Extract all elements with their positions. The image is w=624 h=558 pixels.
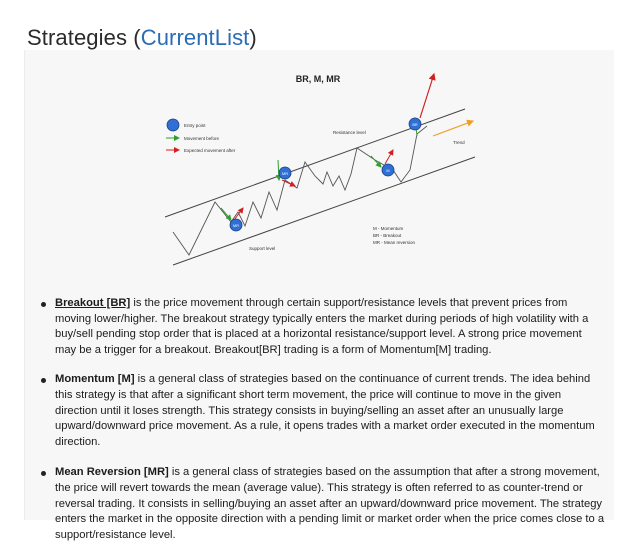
- resistance-label: Resistance level: [333, 130, 366, 135]
- page-title-prefix: Strategies (: [27, 24, 141, 50]
- entry-point-marker: MR: [278, 166, 292, 180]
- diagram-title: BR, M, MR: [296, 74, 341, 84]
- trend-arrow: [432, 119, 475, 137]
- legend-label: Movement before: [184, 136, 220, 141]
- movement-after-arrow: [233, 207, 244, 221]
- marker-label: BR: [412, 123, 418, 127]
- legend-label: Entry point: [184, 123, 206, 128]
- support-line: [172, 156, 476, 266]
- movement-before-arrow: [275, 159, 282, 181]
- content-panel: [24, 50, 614, 520]
- list-item: Breakout [BR] is the price movement thro…: [30, 296, 605, 358]
- movement-after-arrow: [281, 179, 296, 187]
- strategy-term: Mean Reversion [MR]: [55, 466, 169, 479]
- abbreviation-label: M - Momentum: [373, 226, 404, 231]
- strategy-description: is a general class of strategies based o…: [55, 373, 595, 448]
- diagram-legend: Entry point Movement before Expected mov…: [166, 118, 236, 153]
- abbreviation-label: MR - Mean reversion: [373, 240, 416, 245]
- entry-point-marker: BR: [408, 117, 422, 131]
- entry-point-marker: M: [381, 163, 395, 177]
- legend-label: Expected movement after: [184, 148, 236, 153]
- movement-after-arrow: [384, 149, 394, 165]
- list-item: Momentum [M] is a general class of strat…: [30, 372, 605, 450]
- current-list-link[interactable]: CurrentList: [140, 24, 250, 50]
- entry-point-marker: MR: [229, 218, 243, 232]
- marker-label: MR: [233, 224, 239, 228]
- movement-before-arrow: [370, 155, 382, 168]
- strategy-term: Momentum [M]: [55, 373, 135, 386]
- strategy-diagram: BR, M, MR Entry point Movement before Ex…: [164, 72, 476, 266]
- abbreviation-label: BR - Breakout: [373, 233, 402, 238]
- movement-before-arrow: [220, 207, 232, 221]
- trend-label: Trend: [453, 140, 465, 145]
- strategy-list: Breakout [BR] is the price movement thro…: [30, 296, 605, 558]
- support-label: Support level: [249, 246, 275, 251]
- strategy-description: is the price movement through certain su…: [55, 297, 589, 356]
- entry-point-icon: [166, 118, 180, 132]
- page-title: Strategies (CurrentList): [27, 25, 257, 51]
- page-title-suffix: ): [249, 24, 257, 50]
- movement-after-arrow: [419, 72, 436, 119]
- marker-label: M: [386, 169, 389, 173]
- list-item: Mean Reversion [MR] is a general class o…: [30, 465, 605, 543]
- breakout-link[interactable]: Breakout [BR]: [55, 297, 131, 309]
- marker-label: MR: [282, 172, 288, 176]
